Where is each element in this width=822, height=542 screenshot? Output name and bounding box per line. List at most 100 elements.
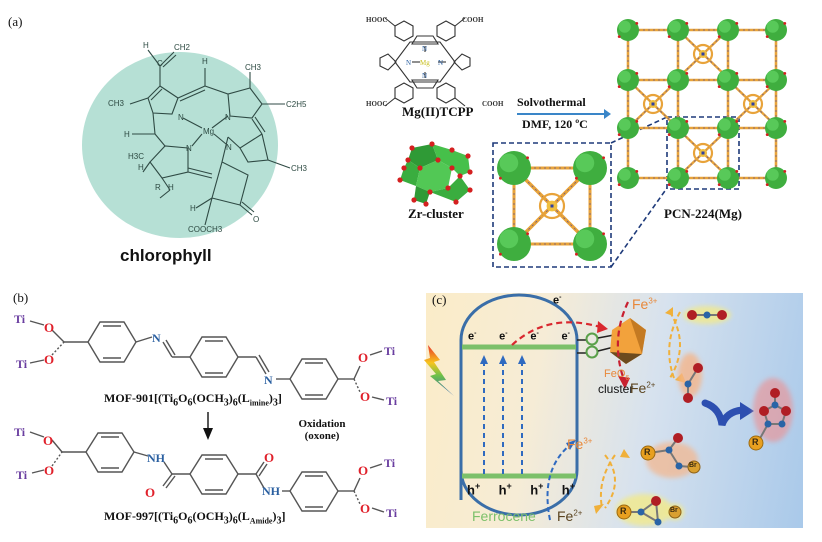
zr6-node-oxygen — [667, 35, 671, 38]
zr6-node-oxygen — [617, 133, 621, 137]
zr6-node-oxygen — [717, 133, 721, 137]
zr6-node-oxygen — [667, 183, 671, 187]
panel-a-label: (a) — [8, 14, 23, 29]
condition-line: (oxone) — [304, 430, 340, 442]
atom-n: N — [225, 113, 231, 122]
fe3-label-bottom: Fe3+ — [567, 436, 592, 452]
atom-cooch3: COOCH3 — [188, 225, 223, 234]
atom-n: N — [264, 373, 273, 387]
atom-nh: NH — [262, 484, 281, 498]
formula-subscript: imine — [249, 398, 269, 408]
zr6-node-oxygen — [717, 183, 721, 187]
atom-o: O — [145, 485, 155, 500]
zr6-node-highlight — [618, 118, 631, 131]
hole-symbol: h — [498, 482, 507, 498]
zr6-node-highlight — [766, 20, 779, 33]
zr6-node-oxygen — [783, 120, 787, 123]
arrow-head-icon — [499, 355, 507, 364]
arrow-head-icon — [604, 109, 611, 119]
formula-subscript: 6 — [232, 397, 238, 409]
atom-o: O — [253, 215, 259, 224]
zr-oxygen-dot — [435, 157, 441, 163]
atom-ti: Ti — [384, 344, 396, 358]
feo6-octahedron-icon — [610, 318, 646, 364]
tcpp-n: N — [406, 59, 411, 67]
formula-text: ) — [268, 391, 273, 405]
zr6-node-oxygen — [717, 35, 721, 38]
zr-oxygen-dot — [401, 165, 407, 171]
tcpp-n: N — [438, 59, 443, 67]
tcpp-bonds — [379, 17, 471, 107]
reaction-arrow — [517, 113, 607, 115]
zr6-node-highlight — [575, 153, 595, 173]
atom-o: O — [44, 320, 54, 335]
zr6-node-oxygen — [635, 120, 639, 123]
formula-subscript: 6 — [187, 515, 193, 527]
zr6-node-highlight — [718, 168, 731, 181]
atom-o: O — [44, 463, 54, 478]
atom-ch3-top: CH3 — [245, 63, 262, 72]
atom-ch3-left: CH3 — [108, 99, 125, 108]
atom-ch2-vinyl: CH2 — [174, 43, 191, 52]
porphyrin-core-icon — [692, 43, 714, 65]
porphyrin-core-icon — [742, 93, 764, 115]
linker-oxygen-icon — [585, 345, 599, 359]
formula-text: (OCH — [192, 391, 224, 405]
linker-bond — [597, 334, 615, 339]
electron-charge: - — [505, 330, 508, 337]
atom-ti: Ti — [16, 357, 28, 371]
atom-h: H — [190, 204, 196, 213]
zr-oxygen-dot — [411, 197, 417, 203]
hole-symbol: h — [467, 482, 475, 498]
tcpp-cooh: HOOC — [366, 100, 387, 108]
formula-subscript: 3 — [276, 515, 282, 527]
formula-text: ) — [272, 509, 277, 523]
zr6-node-highlight — [766, 168, 779, 181]
redox-cycle-arrow — [668, 311, 681, 379]
arrow-head-icon — [594, 504, 604, 514]
zr6-node-highlight — [718, 70, 731, 83]
zr6-node-oxygen — [685, 22, 689, 25]
zr6-node-highlight — [718, 20, 731, 33]
redox-cycle-arrow — [604, 454, 616, 509]
atom-ti: Ti — [386, 506, 398, 520]
electron-charge: - — [567, 330, 570, 337]
redox-cycle-arrow — [669, 311, 681, 379]
fe-charge: 3+ — [648, 296, 658, 306]
porphyrin-core-icon — [692, 142, 714, 164]
tcpp-cooh: HOOC — [366, 16, 387, 24]
tcpp-linker-detail — [627, 79, 679, 129]
fe2-label-bottom: Fe2+ — [557, 508, 582, 524]
tcpp-linker-detail — [677, 128, 729, 178]
r-group-label: R — [752, 437, 759, 447]
zr6-node-oxygen — [765, 35, 769, 38]
formula-subscript: 6 — [173, 397, 179, 409]
electron-label: e- — [468, 330, 476, 343]
zr6-node-oxygen — [765, 133, 769, 137]
hole-label: h+ — [530, 481, 543, 497]
atom-o: O — [360, 501, 370, 516]
formula-subscript: 3 — [272, 397, 278, 409]
atom-o: O — [44, 352, 54, 367]
zr6-node-oxygen — [783, 22, 787, 25]
atom-ti: Ti — [386, 394, 398, 408]
chlorophyll-atom-labels: Mg N N N N H H CH2 C CH3 CH3 C2H5 CH3 H … — [108, 41, 308, 234]
ferrocene-label: Ferrocene — [472, 508, 536, 524]
fe-charge: 2+ — [646, 380, 656, 390]
zr-oxygen-dot — [417, 165, 423, 171]
condition-line: Oxidation — [298, 418, 346, 430]
zr6-node-oxygen — [499, 252, 502, 256]
arrow-head-icon — [518, 355, 526, 364]
porphyrin-metal — [751, 102, 755, 106]
arrow-head-icon — [203, 428, 213, 440]
formula-text: ) — [228, 509, 233, 523]
fe3-label-top: Fe3+ — [632, 296, 657, 312]
zr6-node-oxygen — [765, 85, 769, 88]
zr6-node-oxygen — [617, 85, 621, 88]
fe-charge: 3+ — [583, 436, 593, 446]
zr6-node-highlight — [618, 20, 631, 33]
electron-symbol: e — [561, 330, 568, 343]
zr-cluster-oxygens — [397, 141, 473, 207]
zr6-node-oxygen — [735, 72, 739, 75]
